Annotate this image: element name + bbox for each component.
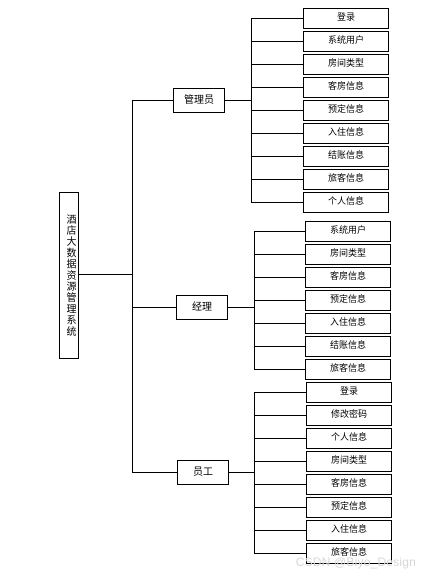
bus-to-leaf (251, 156, 303, 157)
leaf-label: 预定信息 (330, 502, 367, 512)
leaf-label: 旅客信息 (330, 548, 367, 558)
role-label-admin: 管理员 (184, 94, 214, 106)
leaf-node-manager: 房间类型 (305, 244, 391, 265)
leaf-label: 个人信息 (327, 197, 364, 207)
bus-to-leaf (251, 87, 303, 88)
role-label-staff: 员工 (193, 466, 213, 478)
bus-to-leaf (251, 133, 303, 134)
bus-to-leaf (254, 392, 306, 393)
leaf-label: 结账信息 (329, 341, 366, 351)
leaf-node-admin: 个人信息 (303, 192, 389, 213)
leaf-label: 登录 (336, 13, 355, 23)
trunk-to-role-manager (132, 307, 176, 308)
leaf-node-staff: 入住信息 (306, 520, 392, 541)
bus-to-leaf (254, 530, 306, 531)
leaf-node-admin: 房间类型 (303, 54, 389, 75)
trunk-to-role-staff (132, 472, 177, 473)
leaf-label: 入住信息 (329, 318, 366, 328)
bus-to-leaf (254, 346, 305, 347)
leaf-node-admin: 入住信息 (303, 123, 389, 144)
bus-to-leaf (254, 323, 305, 324)
bus-to-leaf (251, 202, 303, 203)
role-to-bus-admin (225, 100, 251, 101)
leaf-label: 系统用户 (327, 36, 364, 46)
leaf-label: 客房信息 (329, 272, 366, 282)
watermark: CSDN @Biyo_Design (295, 555, 416, 569)
trunk-line (132, 100, 133, 473)
leaf-label: 旅客信息 (327, 174, 364, 184)
role-node-staff: 员工 (177, 460, 229, 485)
role-node-manager: 经理 (176, 295, 228, 320)
leaf-node-manager: 入住信息 (305, 313, 391, 334)
leaf-label: 登录 (339, 387, 358, 397)
role-label-manager: 经理 (192, 301, 212, 313)
leaf-label: 客房信息 (330, 479, 367, 489)
bus-to-leaf (254, 553, 306, 554)
bus-to-leaf (251, 64, 303, 65)
leaf-label: 房间类型 (327, 59, 364, 69)
root-label: 酒店大数据资源管理系统 (64, 213, 75, 338)
leaf-label: 系统用户 (329, 226, 366, 236)
leaf-label: 入住信息 (330, 525, 367, 535)
leaf-label: 个人信息 (330, 433, 367, 443)
trunk-to-role-admin (132, 100, 173, 101)
role-to-bus-manager (228, 307, 254, 308)
leaf-node-staff: 旅客信息 (306, 543, 392, 564)
leaf-label: 房间类型 (330, 456, 367, 466)
leaf-node-admin: 结账信息 (303, 146, 389, 167)
leaf-node-manager: 结账信息 (305, 336, 391, 357)
bus-staff (254, 392, 255, 554)
leaf-node-admin: 系统用户 (303, 31, 389, 52)
bus-to-leaf (251, 110, 303, 111)
leaf-node-manager: 旅客信息 (305, 359, 391, 380)
bus-to-leaf (254, 254, 305, 255)
bus-to-leaf (251, 18, 303, 19)
leaf-node-admin: 预定信息 (303, 100, 389, 121)
leaf-node-admin: 登录 (303, 8, 389, 29)
leaf-label: 预定信息 (329, 295, 366, 305)
leaf-label: 房间类型 (329, 249, 366, 259)
bus-to-leaf (254, 300, 305, 301)
bus-to-leaf (254, 507, 306, 508)
bus-to-leaf (251, 179, 303, 180)
bus-to-leaf (254, 231, 305, 232)
leaf-node-manager: 客房信息 (305, 267, 391, 288)
role-to-bus-staff (229, 472, 254, 473)
root-node: 酒店大数据资源管理系统 (59, 192, 79, 359)
bus-to-leaf (251, 41, 303, 42)
leaf-node-manager: 系统用户 (305, 221, 391, 242)
bus-to-leaf (254, 369, 305, 370)
bus-to-leaf (254, 438, 306, 439)
bus-to-leaf (254, 484, 306, 485)
leaf-label: 客房信息 (327, 82, 364, 92)
leaf-label: 预定信息 (327, 105, 364, 115)
leaf-label: 结账信息 (327, 151, 364, 161)
leaf-label: 旅客信息 (329, 364, 366, 374)
bus-to-leaf (254, 277, 305, 278)
leaf-node-staff: 客房信息 (306, 474, 392, 495)
leaf-node-staff: 房间类型 (306, 451, 392, 472)
leaf-node-staff: 修改密码 (306, 405, 392, 426)
leaf-node-staff: 登录 (306, 382, 392, 403)
leaf-node-staff: 个人信息 (306, 428, 392, 449)
bus-to-leaf (254, 461, 306, 462)
leaf-label: 入住信息 (327, 128, 364, 138)
root-connector (79, 274, 132, 275)
leaf-node-manager: 预定信息 (305, 290, 391, 311)
leaf-node-admin: 客房信息 (303, 77, 389, 98)
bus-to-leaf (254, 415, 306, 416)
leaf-label: 修改密码 (330, 410, 367, 420)
leaf-node-staff: 预定信息 (306, 497, 392, 518)
role-node-admin: 管理员 (173, 88, 225, 113)
leaf-node-admin: 旅客信息 (303, 169, 389, 190)
